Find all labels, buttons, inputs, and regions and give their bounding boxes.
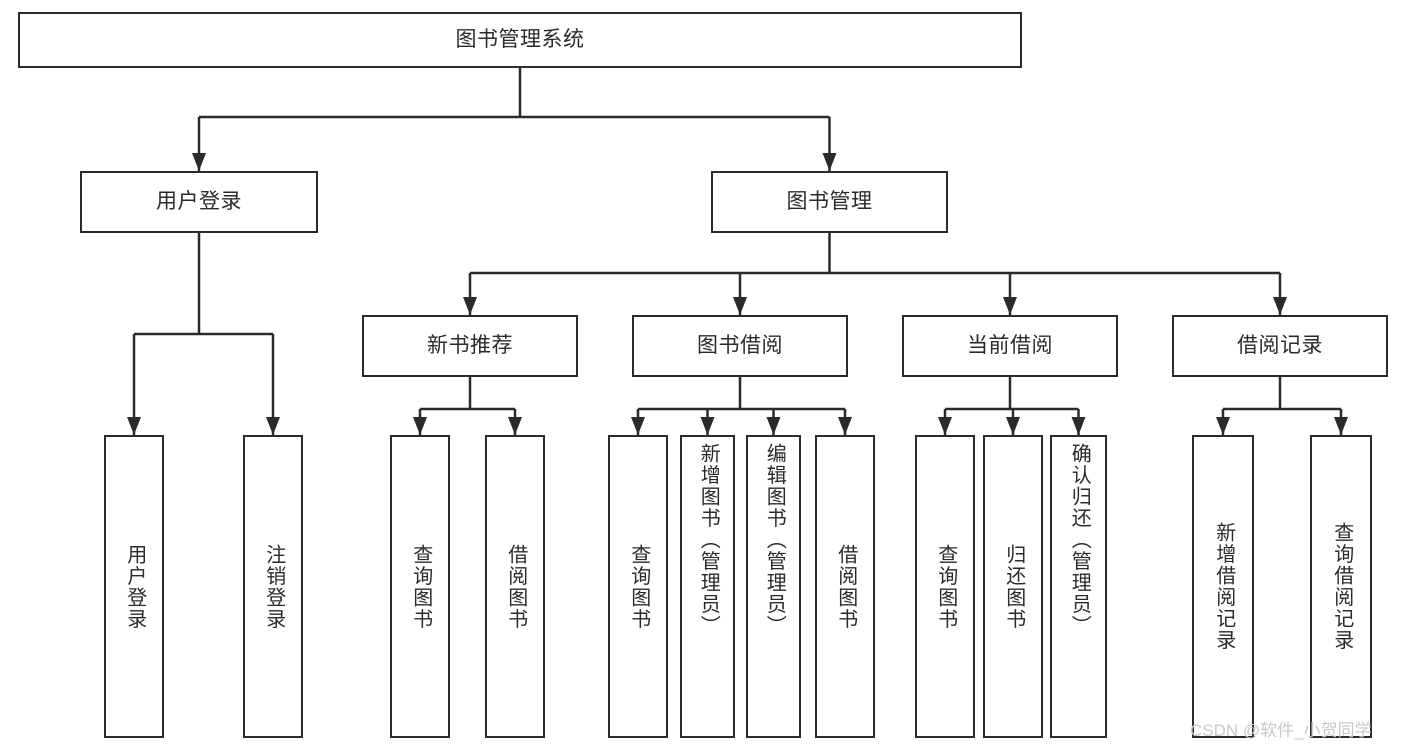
node-label: 当前借阅 [967, 333, 1053, 357]
node-label: 查询图书 [409, 543, 432, 630]
node-label: 用户登录 [156, 189, 242, 213]
node-label: 确认归还（管理员） [1068, 443, 1091, 637]
node-label: 用户登录 [123, 543, 146, 630]
arrow-head [733, 297, 747, 315]
arrow-head [631, 417, 645, 435]
node-root[interactable]: 图书管理系统 [18, 12, 1022, 68]
node-leaf-query-1[interactable]: 查询图书 [390, 435, 450, 738]
node-label: 借阅图书 [834, 543, 857, 630]
node-borrow-record[interactable]: 借阅记录 [1172, 315, 1388, 377]
node-label: 图书管理 [786, 189, 873, 213]
node-leaf-add-rec[interactable]: 新增借阅记录 [1192, 435, 1254, 738]
arrow-head [266, 417, 280, 435]
arrow-head [1216, 417, 1230, 435]
node-leaf-query-rec[interactable]: 查询借阅记录 [1310, 435, 1372, 738]
node-leaf-borrow-1[interactable]: 借阅图书 [485, 435, 545, 738]
node-label: 新书推荐 [427, 333, 513, 357]
arrow-head [1071, 417, 1086, 435]
node-book-manage[interactable]: 图书管理 [711, 171, 948, 233]
node-current-borrow[interactable]: 当前借阅 [902, 315, 1118, 377]
node-label: 归还图书 [1002, 543, 1025, 630]
node-label: 查询图书 [627, 543, 650, 630]
arrow-head [1006, 417, 1020, 435]
arrow-head [508, 417, 522, 435]
arrow-head [1273, 297, 1287, 315]
node-new-book-rec[interactable]: 新书推荐 [362, 315, 578, 377]
node-leaf-user-login[interactable]: 用户登录 [104, 435, 164, 738]
node-leaf-borrow-2[interactable]: 借阅图书 [815, 435, 875, 738]
node-leaf-logout[interactable]: 注销登录 [243, 435, 303, 738]
node-leaf-return[interactable]: 归还图书 [983, 435, 1043, 738]
node-leaf-query-2[interactable]: 查询图书 [608, 435, 668, 738]
node-label: 借阅记录 [1237, 333, 1323, 357]
arrow-head [192, 153, 206, 171]
node-label: 查询图书 [934, 543, 957, 630]
node-user-login[interactable]: 用户登录 [80, 171, 318, 233]
node-label: 图书借阅 [697, 333, 783, 357]
arrow-head [938, 417, 952, 435]
arrow-head [838, 417, 852, 435]
node-leaf-query-3[interactable]: 查询图书 [915, 435, 975, 738]
arrow-head [463, 297, 477, 315]
node-label: 借阅图书 [504, 543, 527, 630]
node-leaf-edit-book[interactable]: 编辑图书（管理员） [746, 435, 801, 738]
watermark-text: CSDN @软件_小贺同学 [1190, 721, 1372, 740]
arrow-head [766, 417, 781, 435]
node-label: 查询借阅记录 [1330, 522, 1353, 651]
node-book-borrow[interactable]: 图书借阅 [632, 315, 848, 377]
node-leaf-confirm[interactable]: 确认归还（管理员） [1050, 435, 1107, 738]
node-label: 新增图书（管理员） [697, 443, 720, 637]
arrow-head [413, 417, 427, 435]
node-label: 注销登录 [262, 543, 285, 630]
arrow-head [700, 417, 715, 435]
node-label: 新增借阅记录 [1212, 522, 1235, 651]
node-label: 编辑图书（管理员） [763, 443, 786, 637]
arrow-head [822, 153, 837, 171]
arrow-head [127, 417, 141, 435]
node-leaf-add-book[interactable]: 新增图书（管理员） [680, 435, 735, 738]
node-label: 图书管理系统 [455, 27, 585, 51]
arrow-head [1334, 417, 1348, 435]
arrow-head [1003, 297, 1017, 315]
